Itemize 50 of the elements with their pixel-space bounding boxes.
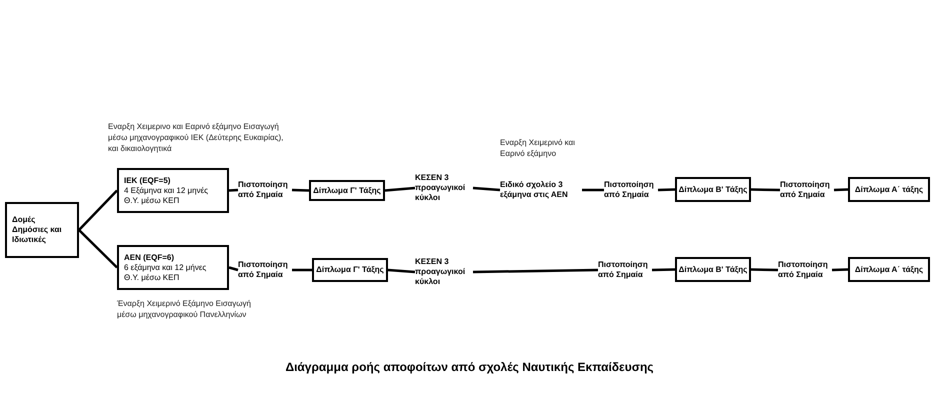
connector-line — [750, 188, 780, 192]
connector-line — [228, 266, 238, 272]
box-text: Ειδικό σχολείο 3 εξάμηνα στις ΑΕΝ — [500, 180, 569, 200]
connector-line — [78, 229, 118, 268]
connector-line — [78, 190, 118, 231]
connector-line — [750, 268, 778, 272]
process-box — [848, 177, 930, 202]
box-text: Πιστοποίηση από Σημαία — [598, 260, 649, 280]
process-box — [5, 202, 79, 258]
note-text: Εναρξη Χειμερινο και Εαρινό εξάμηνο Εισαγωγή μέσω μηχανογραφικού ΙΕΚ (Δεύτερης Ευκαιρίας), και δικαιολογητικά — [108, 121, 284, 155]
box-text: ΚΕΣΕΝ 3 προαγωγικοί κύκλοι — [415, 257, 466, 287]
box-text: Δίπλωμα Β' Τάξης — [678, 184, 748, 194]
process-box — [848, 257, 930, 282]
box-text: Δίπλωμα Γ' Τάξης — [316, 265, 384, 275]
box-text: Πιστοποίηση από Σημαία — [780, 180, 831, 200]
process-box — [675, 257, 751, 282]
process-box — [675, 177, 751, 202]
note-text: Έναρξη Χειμερινό Εξάμηνο Εισαγωγή μέσω μηχανογραφικού Πανελληνίων — [117, 298, 252, 320]
box-text: Δίπλωμα Γ' Τάξης — [313, 186, 381, 196]
box-text: 6 εξάμηνα και 12 μήνες Θ.Υ. μέσω ΚΕΠ — [124, 262, 208, 282]
process-box — [309, 180, 385, 201]
connector-line — [652, 268, 676, 272]
connector-line — [832, 268, 848, 272]
box-text: Δίπλωμα Α΄ τάξης — [854, 264, 924, 274]
connector-line — [388, 268, 416, 274]
box-heading: ΑΕΝ (EQF=6) — [124, 252, 176, 262]
process-box — [312, 258, 388, 282]
box-text: Πιστοποίηση από Σημαία — [238, 180, 289, 200]
box-text: Πιστοποίηση από Σημαία — [238, 260, 289, 280]
connector-line — [292, 268, 312, 272]
note-text: Εναρξη Χειμερινό και Εαρινό εξάμηνο — [500, 137, 576, 160]
box-text: Πιστοποίηση από Σημαία — [604, 180, 655, 200]
connector-line — [834, 188, 848, 192]
box-text: Δομές Δημόσιες και Ιδιωτικές — [12, 215, 63, 245]
connector-line — [384, 186, 416, 192]
connector-line — [472, 268, 598, 274]
connector-line — [582, 188, 604, 192]
connector-line — [472, 186, 500, 192]
box-text: 4 Εξάμηνα και 12 μηνές Θ.Υ. μέσω ΚΕΠ — [124, 186, 210, 206]
process-box — [117, 245, 229, 290]
diagram-caption: Διάγραμμα ροής αποφοίτων από σχολές Ναυτικής Εκπαίδευσης — [284, 360, 655, 374]
connector-line — [658, 188, 676, 192]
connector-line — [228, 188, 238, 192]
box-text: Πιστοποίηση από Σημαία — [778, 260, 829, 280]
process-box — [117, 168, 229, 213]
box-heading: ΙΕΚ (EQF=5) — [124, 176, 172, 186]
box-text: Δίπλωμα Α΄ τάξης — [854, 184, 924, 194]
box-text: ΚΕΣΕΝ 3 προαγωγικοί κύκλοι — [415, 173, 466, 203]
box-text: Δίπλωμα Β' Τάξης — [678, 264, 748, 274]
connector-line — [292, 188, 310, 192]
